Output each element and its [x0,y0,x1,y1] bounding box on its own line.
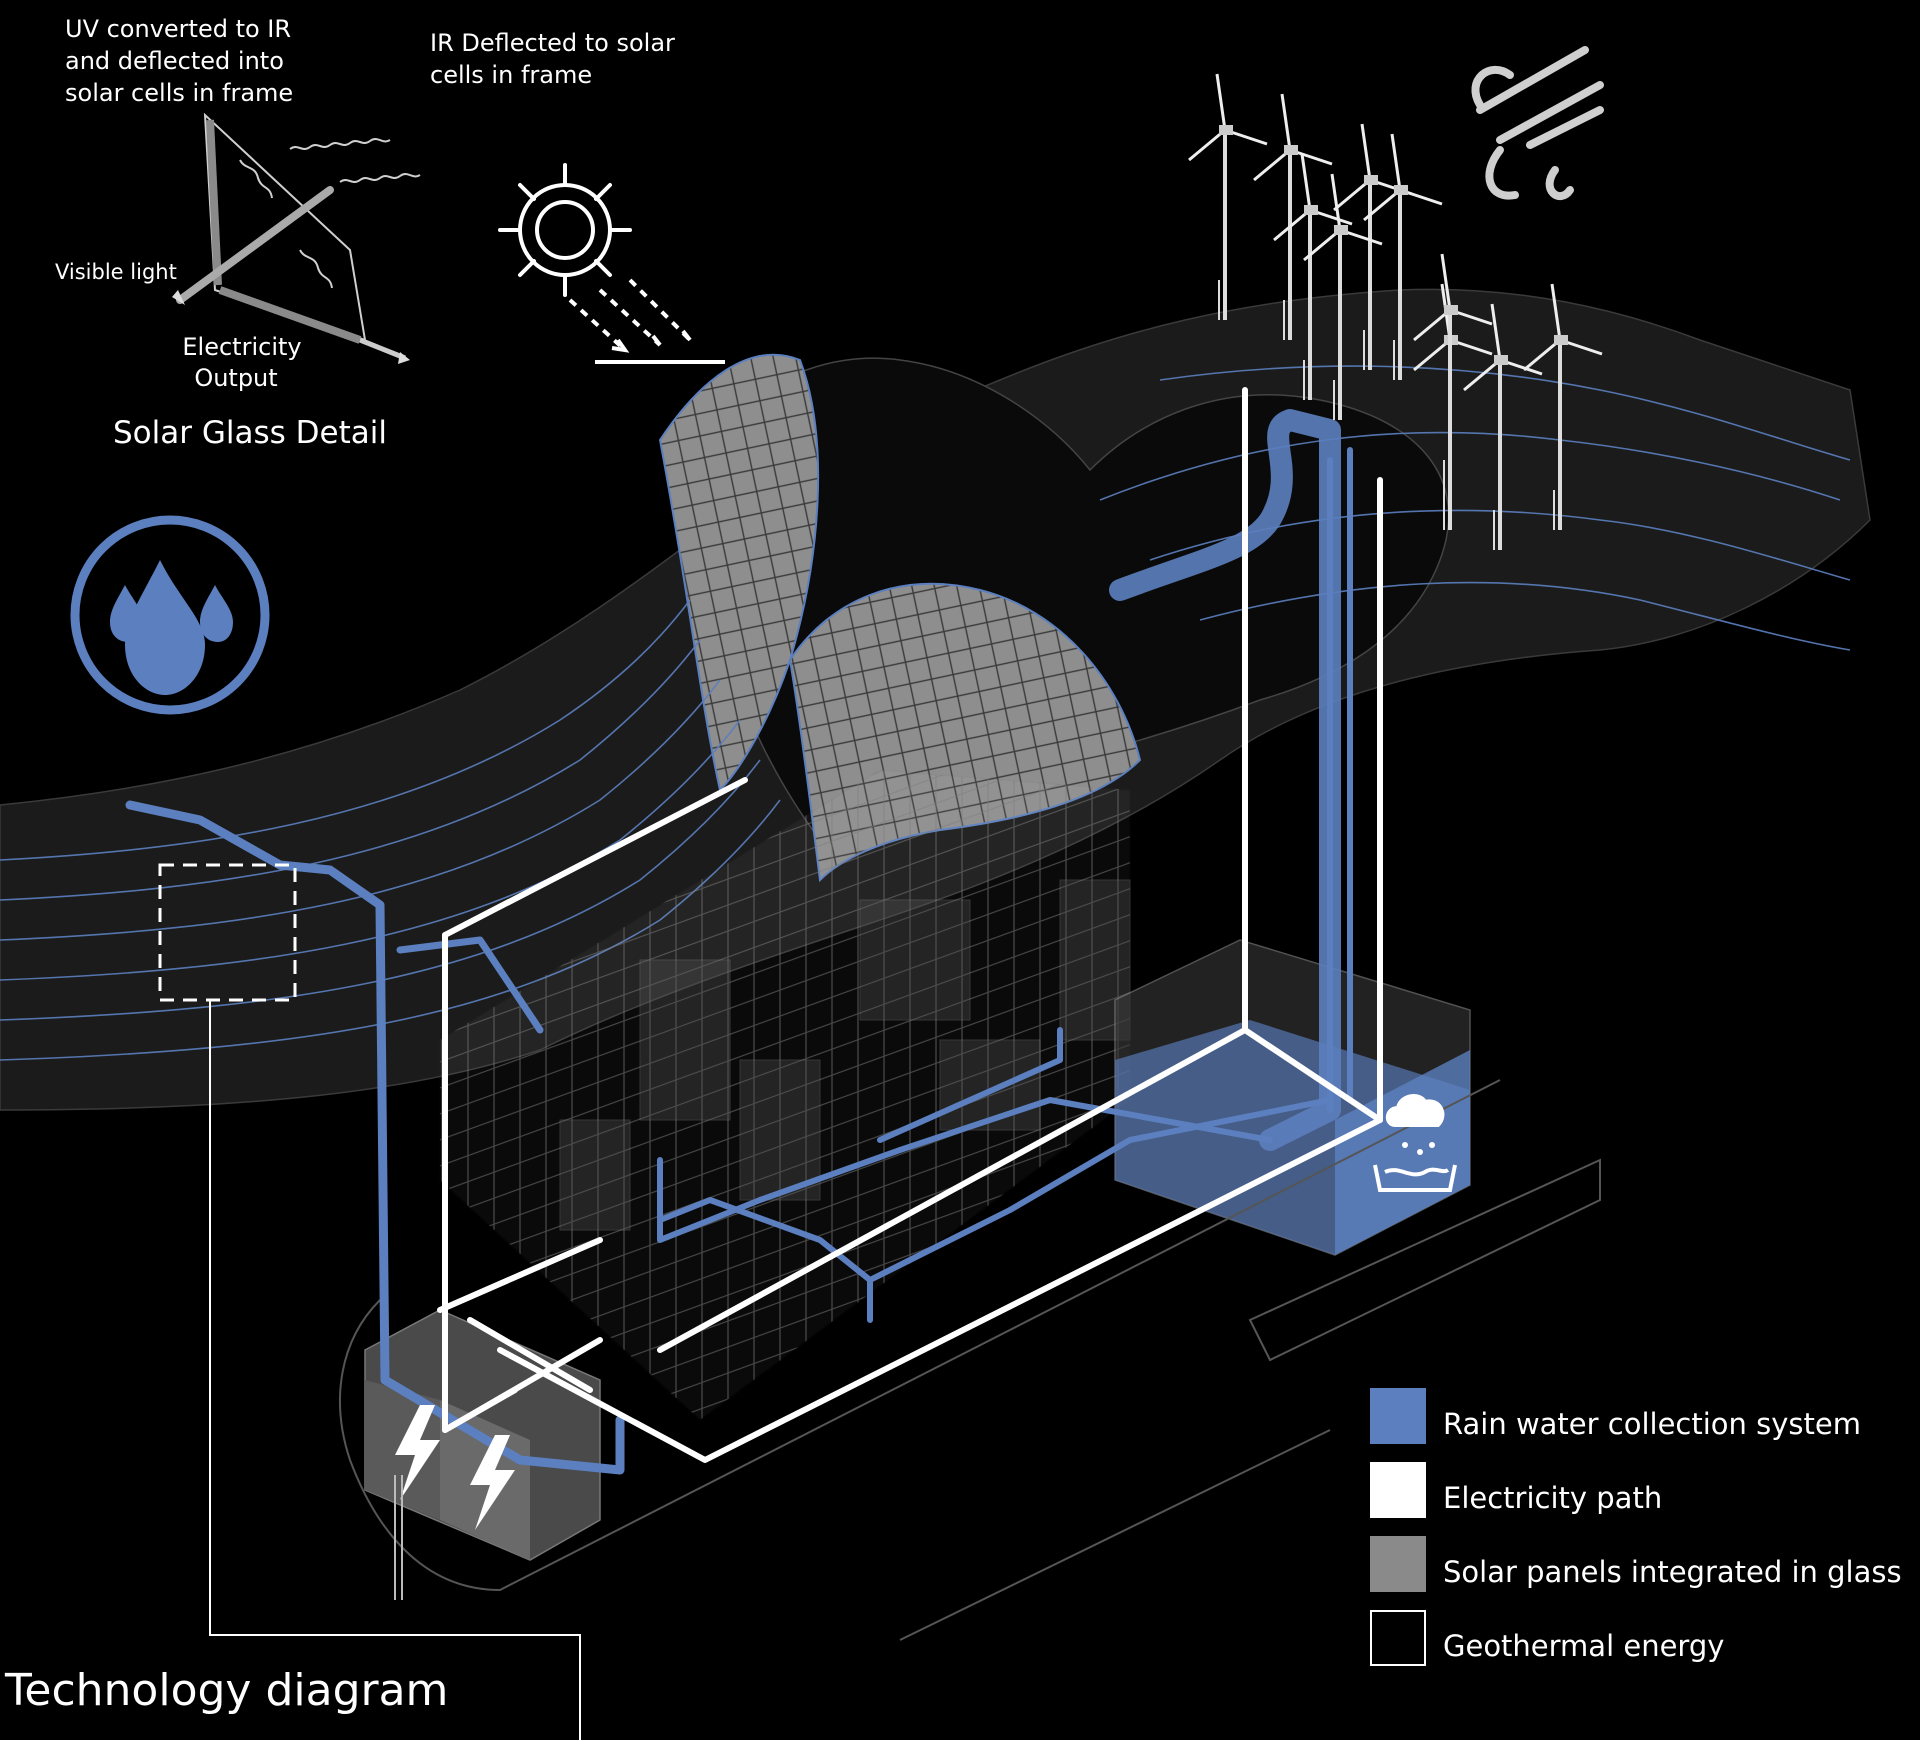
ground-pipe [394,1475,403,1600]
electricity-output-line-1: Electricity [182,333,301,361]
diagram-caption: Technology diagram [4,1665,448,1716]
caption-leader-line [209,1000,581,1740]
landscape-terrain [0,288,1871,1111]
legend-label-electricity: Electricity path [1443,1481,1662,1515]
lightning-bolt-icon [395,1405,515,1530]
visible-light-label: Visible light [55,260,177,284]
rain-collection-icon [1373,1094,1457,1192]
water-drops-icon [70,515,270,715]
wind-icon [1471,46,1604,200]
ir-note-line-1: IR Deflected to solar [430,29,675,57]
legend-swatch-rain-water [1370,1388,1426,1444]
detail-callout-frame [158,863,297,1002]
uv-note-line-1: UV converted to IR [65,15,291,43]
legend-label-geothermal: Geothermal energy [1443,1629,1724,1663]
electricity-output-line-2: Output [194,364,277,392]
legend-label-solar-panels: Solar panels integrated in glass [1443,1555,1902,1589]
uv-note-line-3: solar cells in frame [65,79,293,107]
legend-swatch-solar-panels [1370,1536,1426,1592]
rain-water-paths [125,409,1353,1475]
ir-note-line-2: cells in frame [430,61,592,89]
legend-swatch-electricity [1370,1462,1426,1518]
legend-swatch-geothermal [1370,1610,1426,1666]
building-glass-volume [439,769,1131,1421]
sun-icon [498,163,725,364]
legend: Rain water collection system Electricity… [1370,1388,1902,1666]
electricity-paths [437,387,1383,1463]
site-outline [339,1079,1601,1641]
legend-label-rain-water: Rain water collection system [1443,1407,1861,1441]
solar-glass-detail-illustration [172,112,421,364]
uv-note-line-2: and deflected into [65,47,284,75]
solar-glass-detail-title: Solar Glass Detail [113,415,387,451]
